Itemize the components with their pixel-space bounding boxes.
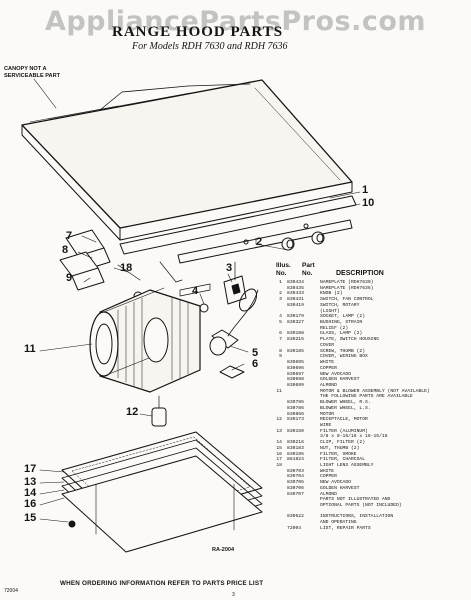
callout-14: 14 <box>24 487 37 499</box>
col-illus: Illus. <box>276 262 291 269</box>
figure-code: RA-2004 <box>212 547 235 553</box>
callout-16: 16 <box>24 498 37 510</box>
switch-part <box>223 261 247 305</box>
callout-12: 12 <box>126 406 139 418</box>
leader-lines <box>39 191 361 523</box>
table-row: RELIEF (2) <box>320 325 349 331</box>
callout-17: 17 <box>24 463 37 475</box>
canopy-note-line-2: SERVICEABLE PART <box>4 72 61 79</box>
callout-1: 1 <box>362 184 369 196</box>
col-part: Part <box>302 262 315 269</box>
table-row: COVER <box>320 342 335 348</box>
watermark: AppliancePartsPros.com <box>44 6 427 37</box>
table-row: THE FOLLOWING PARTS ARE AVAILABLE <box>320 394 413 400</box>
table-row: 3/8 x 8-15/16 x 16-15/16 <box>320 434 388 440</box>
wiring-box-bracket <box>59 229 143 309</box>
table-row: (LIGHT) <box>320 308 340 314</box>
table-row: OPTIONAL PARTS (NOT INCLUDED) <box>320 503 402 509</box>
page-title: RANGE HOOD PARTS <box>112 24 284 40</box>
canopy-note-line-1: CANOPY NOT A <box>4 66 47 72</box>
col-illus-no: No. <box>276 270 287 277</box>
col-part-no: No. <box>302 270 313 277</box>
table-row: PARTS NOT ILLUSTRATED AND <box>320 497 391 503</box>
knob-parts <box>281 231 325 251</box>
callout-10: 10 <box>362 197 375 209</box>
document-code: 72004 <box>4 588 18 594</box>
canopy-note: CANOPY NOT A SERVICEABLE PART <box>4 66 60 79</box>
callout-4: 4 <box>192 285 199 297</box>
callout-5: 5 <box>252 347 259 359</box>
callout-9: 9 <box>66 272 73 284</box>
motor-receptacle <box>151 395 167 427</box>
callout-13: 13 <box>24 476 37 488</box>
callout-2: 2 <box>256 236 263 248</box>
callout-6: 6 <box>252 358 259 370</box>
page-subtitle: For Models RDH 7630 and RDH 7636 <box>132 41 288 52</box>
lamp-socket <box>199 288 259 379</box>
filter-stack <box>61 431 263 553</box>
callout-15: 15 <box>24 512 37 524</box>
callout-18: 18 <box>120 262 133 274</box>
callout-7: 7 <box>66 230 73 242</box>
table-row: AND OPERATING <box>320 520 357 526</box>
callout-8: 8 <box>62 244 69 256</box>
motor-blower-assembly <box>89 287 201 393</box>
callout-3: 3 <box>226 262 233 274</box>
canopy-shell <box>21 78 353 241</box>
page-number: 3 <box>232 592 235 598</box>
col-description: DESCRIPTION <box>336 270 384 277</box>
callout-11: 11 <box>24 343 36 355</box>
ordering-note: WHEN ORDERING INFORMATION REFER TO PARTS… <box>60 580 264 587</box>
table-row: WIRE <box>320 422 332 428</box>
